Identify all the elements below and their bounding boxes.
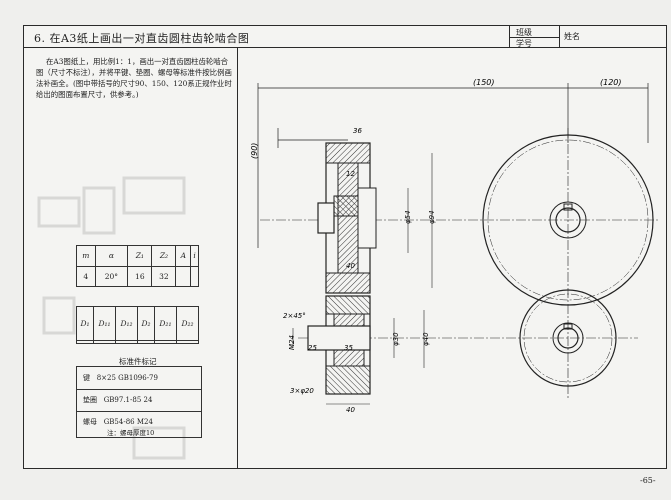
faint-background-sketch [37,176,186,460]
dim-undercut: 3×φ20 [290,387,314,395]
param-header: m [76,245,96,267]
param-value: 4 [76,265,96,287]
dim-12: 12 [346,170,355,178]
diameter-header: D₁₁ [92,306,116,341]
std-row-key: 键 8×25 GB1096-79 [83,373,158,383]
top-dimension-lines [257,83,649,248]
gear-parameter-table: m α Z₁ Z₂ A i 4 20° 16 32 [76,245,199,287]
std-part-name: 螺母 [83,418,97,426]
student-id-label: 学号 [516,39,532,48]
std-part-spec: GB54-86 M24 [103,418,153,426]
std-part-spec: GB97.1-85 24 [103,396,153,404]
gear2-front-view [519,289,617,387]
dim-90: (90) [250,143,259,159]
gear1-front-view [482,134,654,306]
dim-25: 25 [308,344,317,352]
param-header: α [94,245,129,267]
dim-35: 35 [344,344,353,352]
diameter-cell [114,339,138,345]
gear1-section [317,142,377,294]
row-divider [77,389,201,390]
diameter-header: D₁₂ [114,306,138,341]
left-panel: 在A3图纸上，用比例1：1，画出一对直齿圆柱齿轮啮合图（尺寸不标注），并将平键、… [24,48,238,468]
diameter-table: D₁ D₁₁ D₁₂ D₂ D₂₁ D₂₂ [76,306,200,345]
phi-dimension-lines [407,153,433,288]
class-label: 班级 [516,28,532,37]
dim-120: (120) [600,78,622,87]
param-value [190,265,199,287]
standard-parts-title: 标准件标记 [119,357,157,366]
exercise-title: 6. 在A3纸上画出一对直齿圆柱齿轮啮合图 [34,32,250,45]
param-value: 16 [127,265,153,287]
diameter-header: D₂₂ [175,306,200,341]
param-header: Z₁ [127,245,153,267]
diameter-cell [175,339,200,345]
standard-parts-box: 键 8×25 GB1096-79 垫圈 GB97.1-85 24 螺母 GB54… [76,366,202,438]
name-label: 姓名 [564,32,580,41]
dim-36: 36 [353,127,362,135]
diameter-cell [76,339,94,345]
param-value: 32 [151,265,177,287]
param-header: A [175,245,192,267]
param-header: Z₂ [151,245,177,267]
param-header: i [190,245,199,267]
gear2-section [307,295,371,395]
title-bar: 6. 在A3纸上画出一对直齿圆柱齿轮啮合图 班级 学号 姓名 [24,26,666,48]
diameter-header: D₁ [76,306,94,341]
dim-phi40: φ40 [422,332,430,346]
dim-40: 40 [346,262,355,270]
std-part-name: 垫圈 [83,396,97,404]
page-number: -65- [640,476,656,485]
std-row-washer: 垫圈 GB97.1-85 24 [83,395,152,405]
std-note: 注：螺母厚度10 [107,429,155,437]
dim-40b: 40 [346,406,355,414]
diameter-header: D₂ [136,306,155,341]
std-part-name: 键 [83,374,90,382]
diameter-header: D₂₁ [153,306,177,341]
row-divider [77,411,201,412]
instructions: 在A3图纸上，用比例1：1，画出一对直齿圆柱齿轮啮合图（尺寸不标注），并将平键、… [36,57,232,99]
std-part-spec: 8×25 GB1096-79 [96,374,158,382]
dim-chamfer: 2×45° [283,312,306,320]
dim-150: (150) [473,78,495,87]
class-divider [509,37,559,38]
title-divider [559,26,560,48]
dim-m24: M24 [288,335,296,350]
param-value: 20° [94,265,129,287]
param-value [175,265,192,287]
gear-mesh-drawing: (150) (120) (90) 36 12 40 φ54 [250,78,658,414]
dim-phi30: φ30 [392,332,400,346]
std-row-nut: 螺母 GB54-86 M24 [83,417,153,427]
diameter-cell [92,339,116,345]
diameter-cell [136,339,155,345]
gear2-dimension-lines [292,310,425,405]
centerlines [260,128,658,398]
drawing-frame: 6. 在A3纸上画出一对直齿圆柱齿轮啮合图 班级 学号 姓名 在A3图纸上，用比… [23,25,667,469]
diameter-cell [153,339,177,345]
